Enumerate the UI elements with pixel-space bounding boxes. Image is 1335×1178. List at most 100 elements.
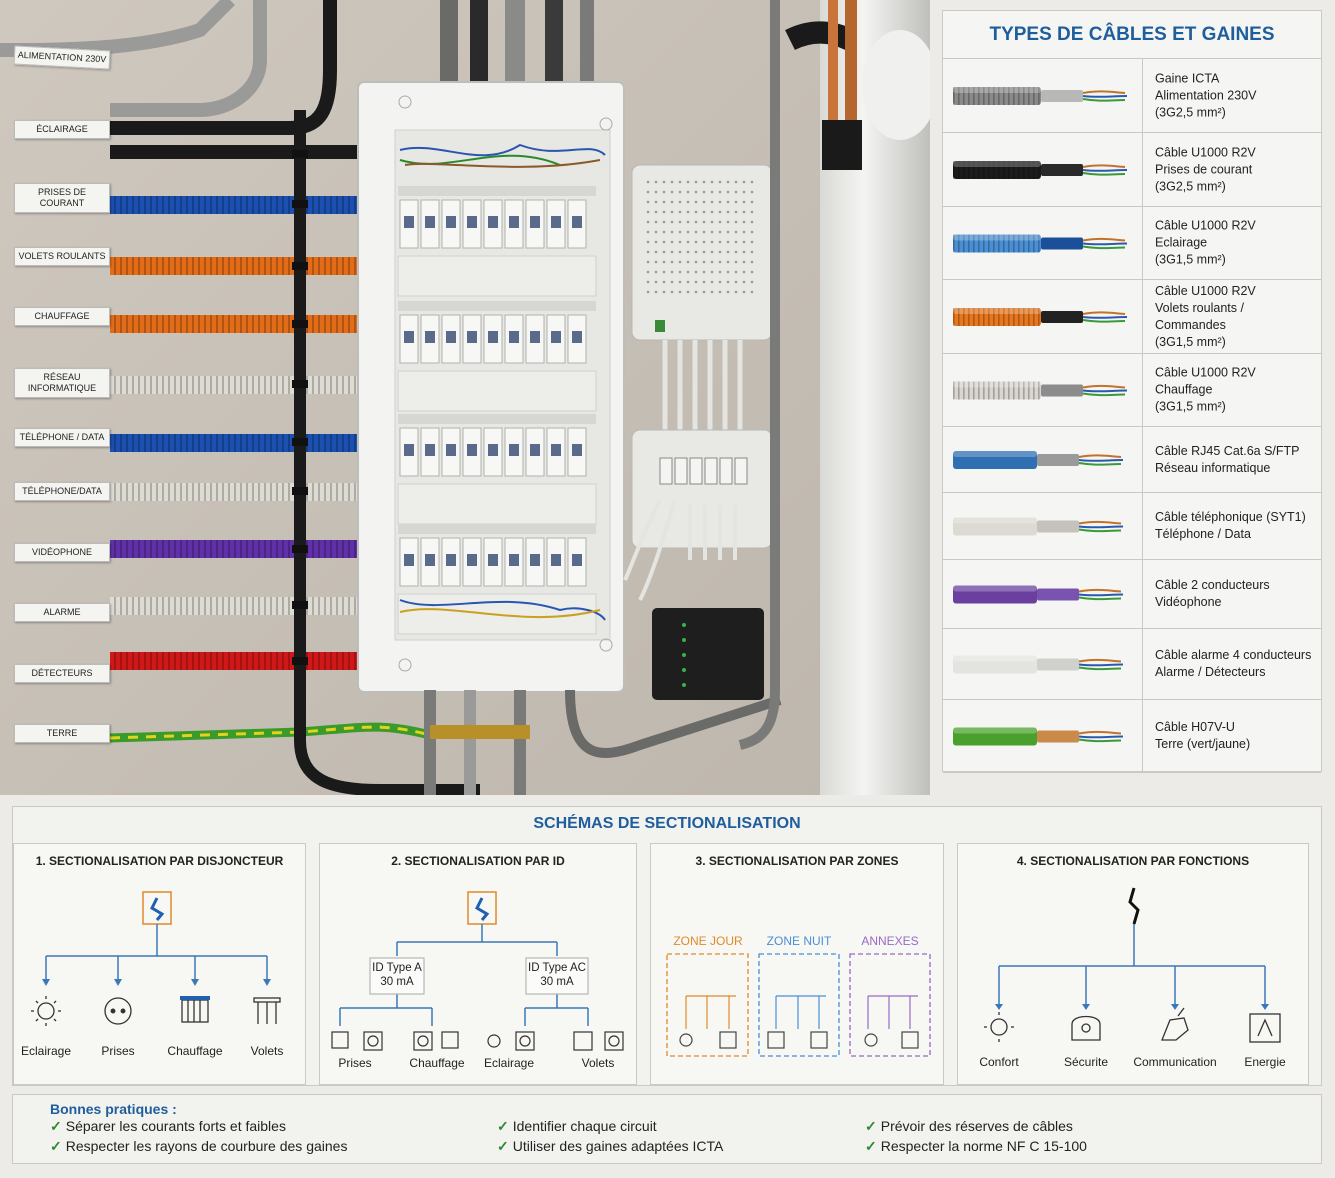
circuit-label-tag: RÉSEAU INFORMATIQUE <box>14 368 110 398</box>
schema-breaker-diagram <box>31 891 281 1026</box>
shutter-icon <box>253 997 281 1024</box>
energy-icon <box>1249 1013 1281 1043</box>
check-icon: ✓ <box>50 1138 62 1154</box>
cable-type-row: Câble U1000 R2V Volets roulants / Command… <box>943 280 1321 354</box>
circuit-label-tag: PRISES DE COURANT <box>14 183 110 213</box>
schema-id-diagram <box>331 891 624 1051</box>
shutter-icon <box>573 1031 624 1051</box>
cable-type-line: Eclairage <box>1155 235 1208 250</box>
cable-swatch-icon <box>953 585 1124 604</box>
cable-type-line: Câble H07V-U <box>1155 720 1235 734</box>
security-icon <box>1071 1015 1101 1041</box>
good-practices-title: Bonnes pratiques : <box>50 1101 177 1117</box>
cable-swatch-icon <box>953 727 1124 746</box>
schema-functions-diagram <box>984 887 1281 1043</box>
cable-type-line: Terre (vert/jaune) <box>1155 737 1251 751</box>
cable-type-row: Câble H07V-U Terre (vert/jaune) <box>943 700 1321 773</box>
cable-type-picture <box>943 280 1143 353</box>
circuit-label-tag: TÉLÉPHONE/DATA <box>14 482 110 501</box>
cable-swatch-icon <box>953 87 1128 105</box>
cable-type-line: Réseau informatique <box>1155 460 1271 475</box>
heater-icon <box>180 996 210 1023</box>
schema-zones-diagram <box>666 953 931 1057</box>
check-icon: ✓ <box>50 1118 62 1134</box>
cable-type-line: Câble RJ45 Cat.6a S/FTP <box>1155 443 1300 458</box>
cable-type-line: (3G1,5 mm²) <box>1155 399 1226 414</box>
cable-type-description: Câble téléphonique (SYT1)Téléphone / Dat… <box>1155 509 1317 543</box>
cable-swatch-icon <box>953 655 1124 674</box>
cable-types-title: TYPES DE CÂBLES ET GAINES <box>943 11 1321 59</box>
photo-illustration <box>0 0 930 795</box>
cable-type-description: Câble RJ45 Cat.6a S/FTP Réseau informatiq… <box>1155 443 1317 477</box>
cable-type-line: Câble U1000 R2V <box>1155 283 1256 298</box>
cable-type-picture <box>943 354 1143 426</box>
practice-item: ✓Séparer les courants forts et faibles <box>50 1118 286 1134</box>
circuit-label-tag: ALARME <box>14 603 110 622</box>
practice-item: ✓Utiliser des gaines adaptées ICTA <box>497 1138 724 1154</box>
cable-type-picture <box>943 629 1143 699</box>
cable-swatch-icon <box>953 234 1128 253</box>
schema-functions-title: 4. SECTIONALISATION PAR FONCTIONS <box>1016 854 1250 868</box>
schema-breaker: 1. SECTIONALISATION PAR DISJONCTEUR Ecla… <box>13 843 306 1085</box>
cable-type-line: Câble U1000 R2V <box>1155 218 1256 233</box>
good-practices-panel: Bonnes pratiques : ✓Séparer les courants… <box>12 1094 1322 1164</box>
practice-item: ✓Respecter la norme NF C 15-100 <box>865 1138 1087 1154</box>
cable-type-picture <box>943 59 1143 132</box>
check-icon: ✓ <box>865 1118 877 1134</box>
schema-id-item: Volets <box>581 1056 615 1070</box>
cable-swatch-icon <box>953 517 1124 536</box>
schema-functions-item: Energie <box>1244 1055 1286 1069</box>
cable-type-picture <box>943 493 1143 559</box>
schema-breaker-item: Chauffage <box>167 1044 223 1058</box>
zone-day-label: ZONE JOUR <box>673 934 743 948</box>
schema-id-item: Eclairage <box>483 1056 535 1070</box>
cable-type-picture <box>943 133 1143 206</box>
practice-item: ✓Respecter les rayons de courbure des ga… <box>50 1138 348 1154</box>
cable-swatch-icon <box>953 451 1124 469</box>
schema-id-title: 2. SECTIONALISATION PAR ID <box>391 854 565 868</box>
cable-type-picture <box>943 560 1143 628</box>
cable-type-line: Volets roulants / Commandes <box>1155 300 1244 332</box>
check-icon: ✓ <box>497 1118 509 1134</box>
cable-type-picture <box>943 427 1143 492</box>
sun-icon <box>31 996 61 1026</box>
outlet-icon <box>104 997 132 1025</box>
zone-night-label: ZONE NUIT <box>766 934 832 948</box>
cable-type-line: Téléphone / Data <box>1155 527 1251 541</box>
schema-functions: 4. SECTIONALISATION PAR FONCTIONS Confor… <box>957 843 1309 1085</box>
cable-type-description: Câble U1000 R2V Volets roulants / Command… <box>1155 283 1317 351</box>
schema-breaker-item: Prises <box>101 1044 135 1058</box>
cable-type-description: Câble H07V-U Terre (vert/jaune) <box>1155 719 1317 753</box>
cable-type-line: (3G2,5 mm²) <box>1155 105 1226 119</box>
cable-type-line: Câble 2 conducteurs <box>1155 578 1270 592</box>
schemas-title: SCHÉMAS DE SECTIONALISATION <box>533 815 801 832</box>
cable-type-row: Câble téléphonique (SYT1)Téléphone / Dat… <box>943 493 1321 560</box>
sun-icon <box>487 1031 535 1051</box>
cable-type-line: Câble alarme 4 conducteurs <box>1155 648 1312 662</box>
check-icon: ✓ <box>865 1138 877 1154</box>
cable-type-line: Câble U1000 R2V <box>1155 145 1256 159</box>
cable-type-line: Alimentation 230V <box>1155 88 1257 102</box>
cable-type-line: (3G1,5 mm²) <box>1155 334 1226 349</box>
schema-breaker-title: 1. SECTIONALISATION PAR DISJONCTEUR <box>35 854 284 868</box>
circuit-label-tag: TÉLÉPHONE / DATA <box>14 428 110 447</box>
circuit-label-tag: VOLETS ROULANTS <box>14 247 110 266</box>
comfort-icon <box>984 1012 1014 1042</box>
circuit-label-tag: ÉCLAIRAGE <box>14 120 110 139</box>
cable-type-line: Câble U1000 R2V <box>1155 365 1256 380</box>
